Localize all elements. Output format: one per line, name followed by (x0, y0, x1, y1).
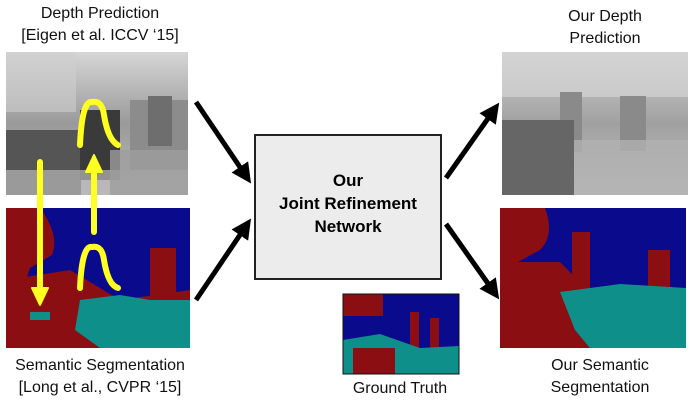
joint-refinement-network-box (254, 134, 442, 280)
input-seg-label: Semantic Segmentation [Long et al., CVPR… (15, 357, 185, 396)
output-depth-image (502, 52, 688, 195)
network-label-line-1: Our (333, 171, 364, 190)
input-seg-image (6, 208, 190, 348)
arrow-seg-to-network (193, 218, 252, 302)
ground-truth-label: Ground Truth (352, 380, 448, 397)
input-depth-image (6, 52, 188, 195)
network-label-line-3: Network (314, 217, 382, 236)
ground-truth-image (342, 293, 460, 375)
input-depth-label: Depth Prediction [Eigen et al. ICCV ‘15] (21, 5, 179, 44)
output-depth-label: Our Depth Prediction (568, 8, 642, 47)
yellow-highlights (31, 98, 121, 306)
arrow-depth-to-network (193, 100, 252, 184)
arrow-network-to-seg (443, 222, 500, 300)
output-seg-image (500, 208, 686, 348)
output-seg-label: Our Semantic Segmentation (550, 357, 650, 396)
network-label-line-2: Joint Refinement (279, 194, 417, 213)
flow-arrows (193, 100, 500, 302)
arrow-network-to-depth (443, 102, 500, 180)
